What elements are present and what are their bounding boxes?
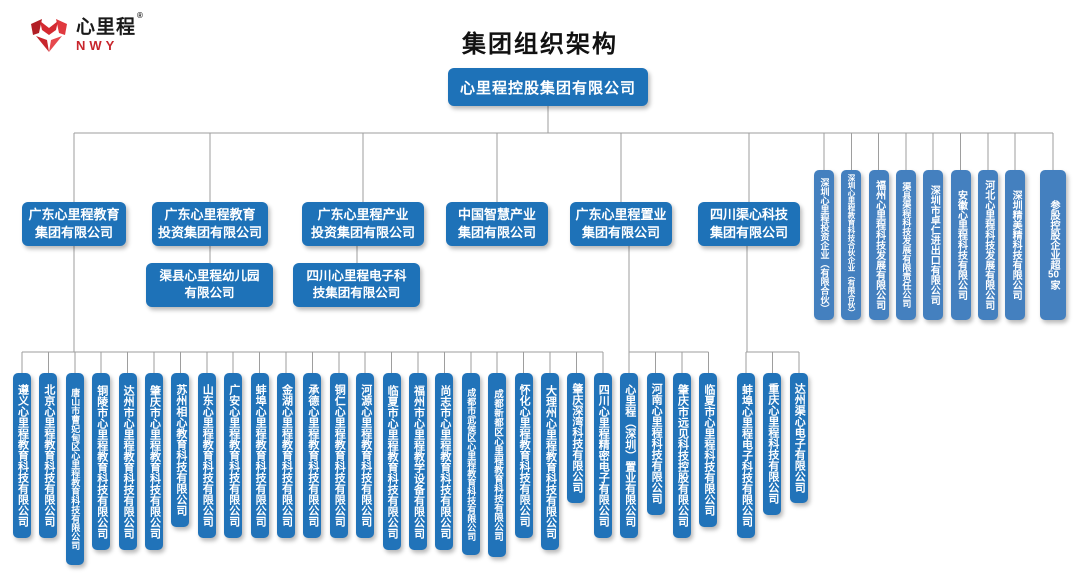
- subsidiary-company-box: 承德心里程教育科技有限公司: [303, 373, 322, 539]
- page-title: 集团组织架构: [462, 31, 618, 58]
- subsidiary-company-box: 心里程（深圳）置业有限公司: [620, 373, 639, 539]
- root-company-box: 心里程控股集团有限公司: [448, 68, 648, 106]
- level3-company-box: 渠县心里程幼儿园 有限公司: [146, 263, 273, 307]
- level2-company-box: 广东心里程置业 集团有限公司: [570, 202, 672, 246]
- level2-company-box: 广东心里程产业 投资集团有限公司: [302, 202, 424, 246]
- subsidiary-company-box: 河南心里程科技有限公司: [646, 373, 665, 515]
- subsidiary-company-box: 铜仁心里程教育科技有限公司: [329, 373, 348, 539]
- subsidiary-company-box: 临夏市心里程教育科技有限公司: [382, 373, 401, 551]
- subsidiary-company-box: 福州市心里程教学设备有限公司: [409, 373, 427, 551]
- level2-company-box: 广东心里程教育 投资集团有限公司: [152, 202, 268, 246]
- holding-company-box: 深圳心里程教育科技合伙企业（有限合伙）: [841, 170, 862, 320]
- holding-company-box: 福州心里程科技发展有限公司: [868, 170, 889, 320]
- subsidiary-company-box: 达州渠心电子有限公司: [789, 373, 808, 503]
- subsidiary-company-box: 山东心里程教育科技有限公司: [197, 373, 216, 539]
- subsidiary-company-box: 铜陵市心里程教育科技有限公司: [92, 373, 111, 551]
- heart-logo-icon: [31, 19, 67, 52]
- holding-company-box: 深圳精美精科技有限公司: [1005, 170, 1026, 320]
- level3-company-box: 四川心里程电子科 技集团有限公司: [293, 263, 420, 307]
- level2-company-box: 广东心里程教育 集团有限公司: [22, 202, 126, 246]
- subsidiary-company-box: 重庆心里程科技有限公司: [763, 373, 782, 515]
- level2-company-box: 中国智慧产业 集团有限公司: [446, 202, 548, 246]
- subsidiary-company-box: 肇庆市心里程教育科技有限公司: [145, 373, 163, 551]
- subsidiary-company-box: 四川心里程精密电子有限公司: [593, 373, 612, 539]
- subsidiary-company-box: 尚志市心里程教育科技有限公司: [435, 373, 454, 551]
- logo-brand-text: 心里程®: [76, 11, 144, 38]
- level2-company-box: 四川渠心科技 集团有限公司: [698, 202, 800, 246]
- holding-company-box: 深圳市卓仁进出口有限公司: [923, 170, 944, 320]
- subsidiary-company-box: 怀化心里程教育科技有限公司: [514, 373, 533, 539]
- subsidiary-company-box: 苏州相心教育科技有限公司: [171, 373, 190, 527]
- subsidiary-company-box: 成都市武侯区心里程教育科技有限公司: [461, 373, 480, 555]
- subsidiary-company-box: 肇庆深湾科技有限公司: [567, 373, 586, 503]
- subsidiary-company-box: 河源心里程教育科技有限公司: [356, 373, 375, 539]
- subsidiary-company-box: 肇庆市远见科技控股有限公司: [673, 373, 691, 539]
- subsidiary-company-box: 蚌埠心里程电子科技有限公司: [737, 373, 755, 539]
- holding-company-box: 深圳心里程投资企业（有限合伙）: [814, 170, 834, 320]
- holding-company-box: 安徽心里程科技有限公司: [950, 170, 971, 320]
- subsidiary-company-box: 达州市心里程教育科技有限公司: [118, 373, 137, 551]
- registered-mark: ®: [137, 11, 144, 20]
- subsidiary-company-box: 金湖心里程教育科技有限公司: [277, 373, 295, 539]
- holding-company-box: 河北心里程科技发展有限公司: [977, 170, 998, 320]
- subsidiary-company-box: 广安心里程教育科技有限公司: [224, 373, 243, 539]
- holding-company-box: 渠县渠程科技发展有限责任公司: [895, 170, 916, 320]
- subsidiary-company-box: 遵义心里程教育科技有限公司: [13, 373, 31, 539]
- logo-subtitle-text: NWY: [76, 38, 119, 53]
- subsidiary-company-box: 蚌埠心里程教育科技有限公司: [250, 373, 269, 539]
- subsidiary-company-box: 北京心里程教育科技有限公司: [39, 373, 58, 539]
- subsidiary-company-box: 唐山市曹妃甸区心里程教育科技有限公司: [65, 373, 84, 565]
- company-logo: 心里程® NWY: [28, 11, 144, 54]
- subsidiary-company-box: 临夏市心里程科技有限公司: [699, 373, 718, 527]
- subsidiary-company-box: 成都新都区心里程教育科技有限公司: [488, 373, 507, 557]
- subsidiary-company-box: 大理州心里程教育科技有限公司: [541, 373, 559, 551]
